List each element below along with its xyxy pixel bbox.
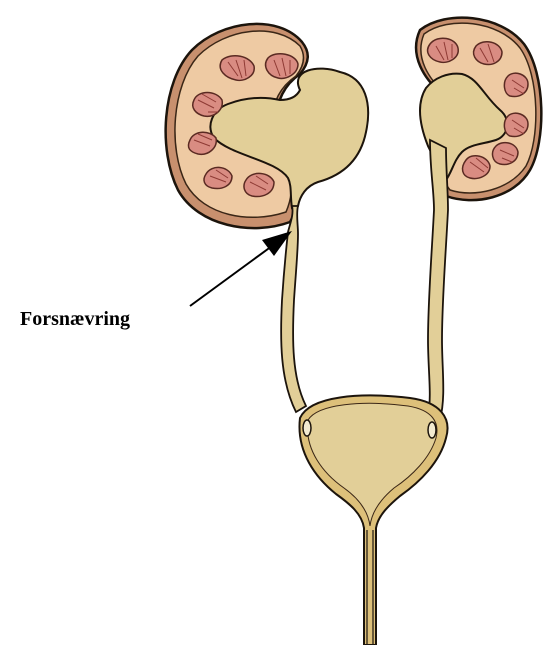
left-ureteral-orifice: [303, 420, 311, 436]
right-ureteral-orifice: [428, 422, 436, 438]
right-ureter: [428, 140, 448, 420]
narrowing-arrow: [190, 231, 292, 306]
narrowing-label: Forsnævring: [20, 308, 130, 331]
left-kidney: [166, 24, 368, 228]
bladder-lumen: [307, 403, 436, 526]
bladder: [299, 395, 447, 645]
